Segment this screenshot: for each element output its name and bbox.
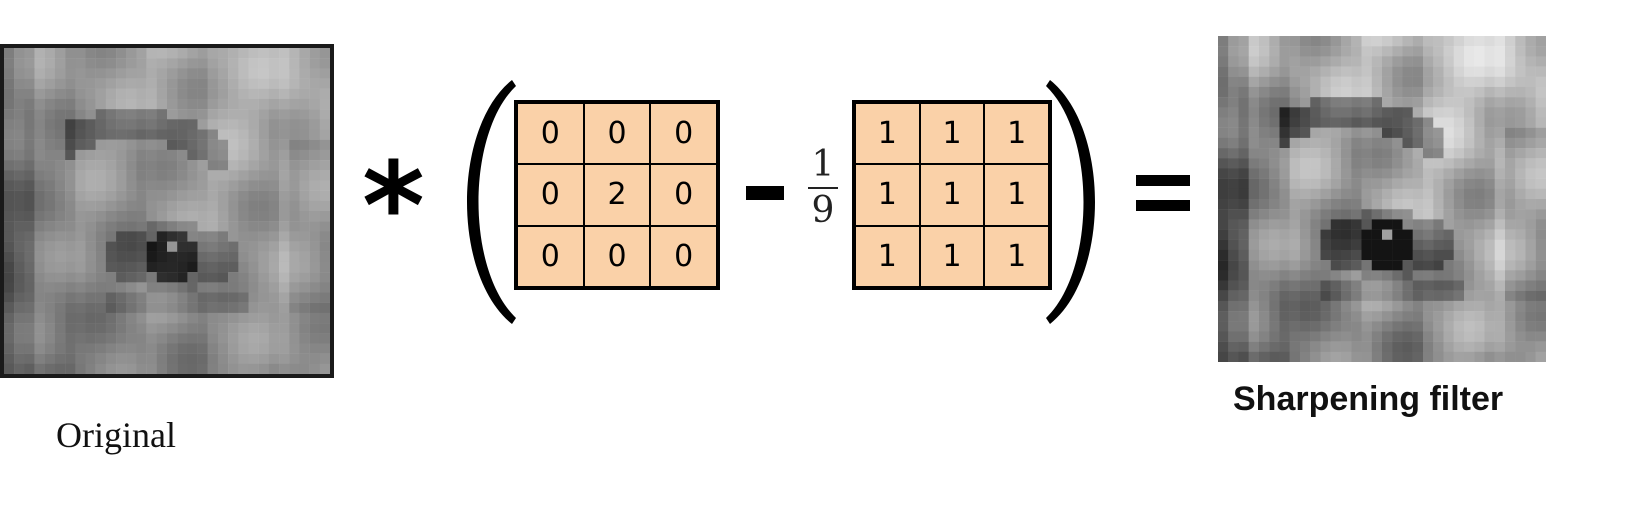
kernel-cell: 1 — [855, 103, 920, 165]
kernel-cell: 0 — [650, 225, 717, 287]
left-parenthesis — [467, 80, 516, 324]
kernel-cell: 1 — [984, 103, 1049, 165]
kernel-cell: 0 — [517, 103, 584, 165]
kernel-cell: 1 — [984, 225, 1049, 287]
kernel-cell: 0 — [583, 225, 651, 287]
convolution-operator: * — [362, 138, 425, 277]
kernel-cell: 2 — [583, 164, 651, 226]
right-parenthesis — [1046, 80, 1095, 324]
sharpened-face-pixels — [1218, 36, 1546, 362]
kernel-cell: 0 — [583, 103, 651, 165]
kernel-cell: 0 — [650, 164, 717, 226]
box-kernel: 1 1 1 1 1 1 1 1 1 — [852, 100, 1052, 290]
equals-operator-top-bar — [1136, 175, 1190, 186]
kernel-cell: 0 — [517, 164, 584, 226]
kernel-cell: 0 — [517, 225, 584, 287]
equals-operator-bottom-bar — [1136, 200, 1190, 211]
fraction-bar — [808, 187, 838, 189]
kernel-cell: 0 — [650, 103, 717, 165]
kernel-cell: 1 — [855, 164, 920, 226]
fraction-numerator: 1 — [811, 144, 835, 185]
original-image — [0, 44, 334, 378]
original-caption: Original — [56, 415, 176, 455]
fraction-denominator: 9 — [811, 190, 835, 231]
kernel-cell: 1 — [855, 225, 920, 287]
original-face-pixels — [4, 48, 330, 374]
kernel-cell: 1 — [984, 164, 1049, 226]
minus-operator — [746, 186, 784, 200]
identity-kernel: 0 0 0 0 2 0 0 0 0 — [514, 100, 720, 290]
sharpened-caption: Sharpening filter — [1233, 380, 1504, 418]
fraction-one-ninth: 1 9 — [806, 145, 840, 231]
kernel-cell: 1 — [919, 103, 985, 165]
kernel-cell: 1 — [919, 225, 985, 287]
kernel-cell: 1 — [919, 164, 985, 226]
sharpened-image — [1218, 36, 1546, 362]
